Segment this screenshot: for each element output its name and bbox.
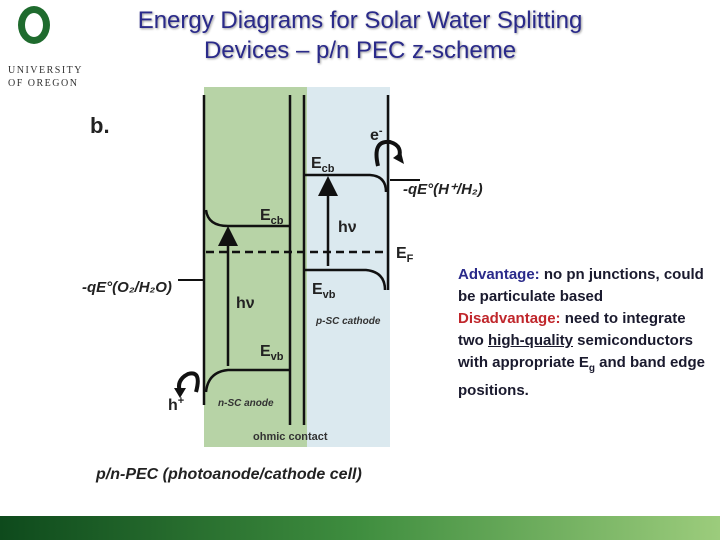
anode-conduction-band [204,209,290,228]
electron-label: e- [370,125,383,144]
cathode-valence-band [304,268,387,291]
hv-right-label: hν [338,219,357,236]
hole-transfer-arrow-icon [177,371,200,393]
title-line-1: Energy Diagrams for Solar Water Splittin… [137,7,583,34]
disadvantage-text-2: semiconductors with appropriate E [458,332,694,371]
title-line-2: Devices – p/n PEC z-scheme [203,37,517,64]
logo-line-2: OF OREGON [8,78,79,89]
o-logo-icon [18,6,50,44]
hole-label: h+ [168,395,184,414]
logo-wordmark: UNIVERSITY OF OREGON [8,64,83,90]
cathode-conduction-band [304,173,388,193]
notes-text: Advantage: no pn junctions, could be par… [458,264,708,402]
evb-right-label: Evb [312,281,336,301]
disadvantage-text-1: need to integrate two [458,310,686,349]
disadvantage-label: Disadvantage: [458,310,561,327]
energy-diagram: b. e- Ecb -qE°(H⁺/H₂) Ecb hν EF -qE°(O₂/… [82,87,483,483]
advantage-label: Advantage: [458,266,540,283]
bottom-bar [0,516,720,540]
fermi-label: EF [396,245,414,265]
h2-potential-label: -qE°(H⁺/H₂) [403,181,483,198]
eg-subscript: g [588,363,595,374]
hv-left-label: hν [236,295,255,312]
slide-title: Energy Diagrams for Solar Water Splittin… [70,6,650,66]
ecb-left-label: Ecb [260,207,284,227]
anode-region [204,87,307,447]
diagram-caption: p/n-PEC (photoanode/cathode cell) [95,466,362,483]
high-quality-text: high-quality [488,332,573,349]
panel-label: b. [90,113,110,138]
logo-line-1: UNIVERSITY [8,65,83,76]
anode-valence-band [204,368,290,393]
advantage-text: no pn junctions, could be particulate ba… [458,266,704,305]
n-sc-anode-label: n-SC anode [218,398,274,409]
o2-potential-label: -qE°(O₂/H₂O) [82,279,172,296]
electron-transfer-arrow-icon [374,139,402,167]
disadvantage-text-3: and band edge positions. [458,354,705,399]
p-sc-cathode-label: p-SC cathode [315,316,381,327]
ecb-right-label: Ecb [311,155,335,175]
ohmic-contact-label: ohmic contact [253,431,328,443]
evb-left-label: Evb [260,343,284,363]
